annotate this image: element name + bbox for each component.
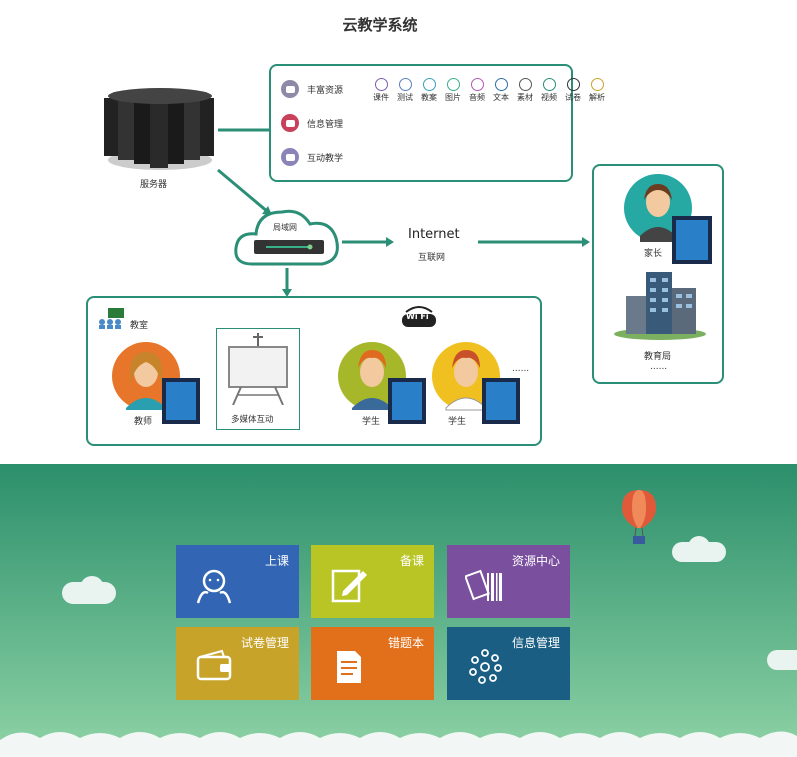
tile-mistake-book[interactable]: 错题本 (311, 627, 434, 700)
multimedia-label: 多媒体互动 (231, 415, 274, 425)
wallet-icon (196, 649, 232, 681)
server-icon (104, 88, 214, 170)
resource-type-list: 课件 测试 教案 图片 音频 文本 素材 视频 试卷 解析 (369, 78, 609, 103)
play-icon (281, 148, 299, 166)
resource-icon: 试卷 (561, 78, 585, 103)
cloud-decoration (688, 536, 710, 558)
tile-prepare-label: 备课 (399, 554, 424, 568)
internet-label: Internet (408, 227, 460, 242)
external-panel: 家长 教育局 ...... (592, 164, 724, 384)
app-launcher-section: 上课 备课 资源中心 试卷管理 错题本 (0, 464, 797, 757)
balloon-icon (622, 490, 656, 544)
tile-resource-center[interactable]: 资源中心 (447, 545, 570, 618)
resource-icon: 课件 (369, 78, 393, 103)
whiteboard-icon (228, 333, 288, 405)
tile-mistake-book-label: 错题本 (387, 636, 424, 650)
tile-resource-center-label: 资源中心 (511, 554, 560, 568)
resource-icon: 图片 (441, 78, 465, 103)
teacher-label: 教师 (134, 417, 153, 427)
classroom-panel: 教室 Wi Fi 教师 多媒体互动 (86, 296, 542, 446)
student1-label: 学生 (362, 417, 381, 427)
server-label: 服务器 (140, 180, 168, 190)
student2-avatar (432, 342, 520, 424)
resource-icon: 解析 (585, 78, 609, 103)
resource-icon: 文本 (489, 78, 513, 103)
tile-exam-mgmt[interactable]: 试卷管理 (176, 627, 299, 700)
tile-exam-mgmt-label: 试卷管理 (240, 636, 289, 650)
resource-icon: 教案 (417, 78, 441, 103)
cloud-decoration (767, 650, 797, 670)
student2-label: 学生 (448, 417, 467, 427)
features-panel: 丰富资源 课件 测试 教案 图片 音频 文本 素材 视频 试卷 解析 信息管理 … (269, 64, 605, 182)
tile-info-mgmt[interactable]: 信息管理 (447, 627, 570, 700)
tile-info-mgmt-label: 信息管理 (511, 636, 560, 650)
classroom-label: 教室 (130, 321, 149, 331)
multimedia-box: 多媒体互动 (216, 328, 300, 430)
building-icon (614, 272, 706, 340)
resource-icon: 视频 (537, 78, 561, 103)
cloud-band (0, 731, 797, 757)
more-students-dots: ...... (512, 364, 530, 374)
cloud-decoration (80, 576, 104, 600)
feature-interactive: 互动教学 (281, 148, 343, 166)
document-icon (337, 651, 361, 683)
chat-icon (281, 114, 299, 132)
student1-avatar (338, 342, 426, 424)
parent-label: 家长 (644, 249, 663, 259)
teacher-avatar (112, 342, 200, 424)
cloud-lan-icon (234, 209, 339, 266)
edu-bureau-label: 教育局 (644, 352, 672, 362)
tile-class[interactable]: 上课 (176, 545, 299, 618)
wifi-label: Wi Fi (406, 312, 429, 321)
page-title: 云教学系统 (342, 16, 418, 34)
tile-prepare[interactable]: 备课 (311, 545, 434, 618)
classroom-icon (99, 308, 124, 329)
resource-icon: 音频 (465, 78, 489, 103)
resource-icon: 测试 (393, 78, 417, 103)
barcode-icon (465, 569, 502, 601)
internet-cn-label: 互联网 (418, 253, 446, 263)
edit-icon (331, 569, 367, 603)
parent-avatar (624, 174, 712, 264)
feature-info-mgmt: 信息管理 (281, 114, 343, 132)
wifi-icon (402, 306, 436, 327)
resource-icon: 素材 (513, 78, 537, 103)
tile-class-label: 上课 (264, 554, 289, 568)
loading-dots-icon (469, 649, 502, 684)
student-icon (196, 569, 232, 604)
top-section: 云教学系统 服务器 丰富资源 课件 测试 (86, 16, 724, 446)
folder-icon (281, 80, 299, 98)
dots: ...... (650, 362, 668, 372)
feature-rich-resources: 丰富资源 课件 测试 教案 图片 音频 文本 素材 视频 试卷 解析 (281, 78, 605, 102)
lan-label: 局域网 (273, 223, 297, 232)
